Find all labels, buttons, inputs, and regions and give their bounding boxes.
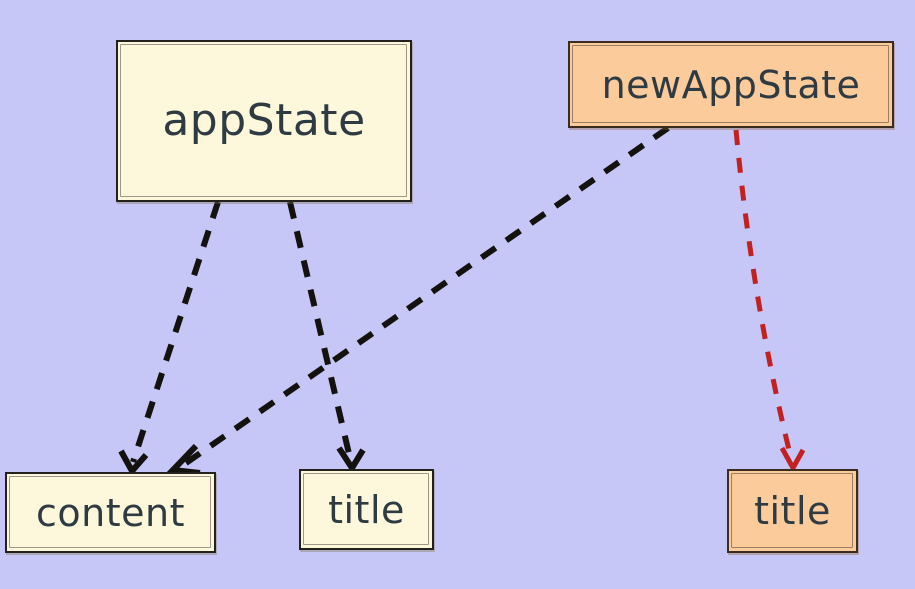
node-title-middle-label: title <box>328 487 405 532</box>
node-content[interactable]: content <box>5 472 216 553</box>
node-appstate[interactable]: appState <box>116 40 412 202</box>
node-title-middle[interactable]: title <box>299 469 434 550</box>
node-title-right-label: title <box>754 489 831 533</box>
node-appstate-label: appState <box>162 95 366 146</box>
node-newappstate[interactable]: newAppState <box>568 41 894 128</box>
edge-appstate-to-content <box>118 201 221 477</box>
edge-newappstate-to-title-right <box>733 129 806 474</box>
edge-appstate-to-title-mid <box>287 201 366 474</box>
node-title-right[interactable]: title <box>727 469 858 553</box>
node-newappstate-label: newAppState <box>601 62 861 107</box>
node-content-label: content <box>36 490 185 535</box>
